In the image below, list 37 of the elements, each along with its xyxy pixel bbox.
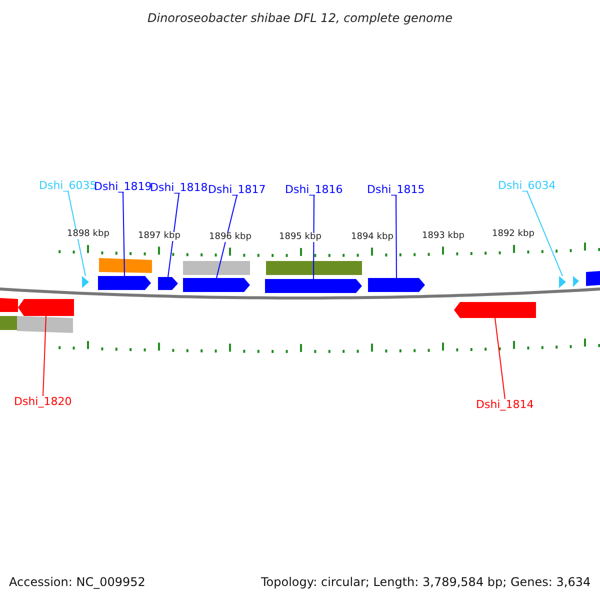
gene-label: Dshi_1820 xyxy=(14,396,72,407)
scale-label: 1894 kbp xyxy=(351,232,394,242)
genome-info-text: Topology: circular; Length: 3,789,584 bp; Genes: 3,634 xyxy=(261,576,591,588)
gene-label: Dshi_1817 xyxy=(208,184,266,195)
leader-line xyxy=(68,190,86,276)
gene-feature xyxy=(454,302,536,318)
scale-label: 1895 kbp xyxy=(279,233,322,242)
gene-label: Dshi_1816 xyxy=(285,184,343,195)
gene-marker xyxy=(559,276,566,288)
gene-feature xyxy=(158,277,178,290)
gene-feature xyxy=(98,276,151,290)
chart-title: Dinoroseobacter shibae DFL 12, complete genome xyxy=(148,12,452,24)
leader-line xyxy=(494,318,506,400)
scale-label: 1893 kbp xyxy=(422,232,464,241)
gene-label: Dshi_1818 xyxy=(150,182,208,193)
leader-line xyxy=(168,192,180,278)
leader-line xyxy=(216,194,238,278)
gene-label: Dshi_1814 xyxy=(476,399,534,410)
scale-label: 1892 kbp xyxy=(492,230,534,239)
leader-line xyxy=(122,192,125,276)
gene-label: Dshi_1819 xyxy=(94,181,152,192)
scale-label: 1898 kbp xyxy=(67,230,110,239)
gene-feature xyxy=(368,278,425,292)
accession-text: Accession: NC_009952 xyxy=(9,576,146,588)
gene-label: Dshi_6034 xyxy=(498,180,556,191)
leader-line xyxy=(313,194,314,280)
leader-line xyxy=(396,194,397,278)
gene-marker xyxy=(82,276,89,288)
gene-label: Dshi_6035 xyxy=(39,180,97,191)
scale-label: 1896 kbp xyxy=(209,232,252,242)
gene-feature xyxy=(183,278,250,292)
gene-feature xyxy=(18,299,74,316)
gene-label: Dshi_1815 xyxy=(367,184,425,195)
gene-feature xyxy=(265,279,362,293)
leader-line xyxy=(42,316,46,396)
scale-label: 1897 kbp xyxy=(138,232,180,241)
leader-line xyxy=(526,190,563,276)
